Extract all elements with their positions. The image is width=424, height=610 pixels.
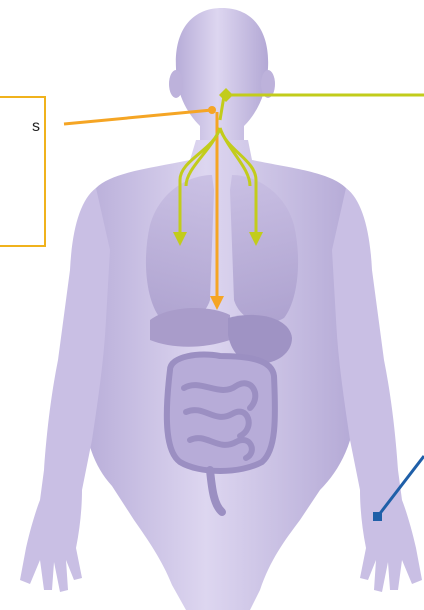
liver-icon [150, 308, 230, 347]
human-body-figure-icon [20, 8, 422, 610]
hand-marker [373, 512, 382, 521]
box-connector-line [64, 110, 212, 124]
mouth-marker [208, 106, 216, 114]
callout-label-fragment: s [32, 118, 52, 136]
